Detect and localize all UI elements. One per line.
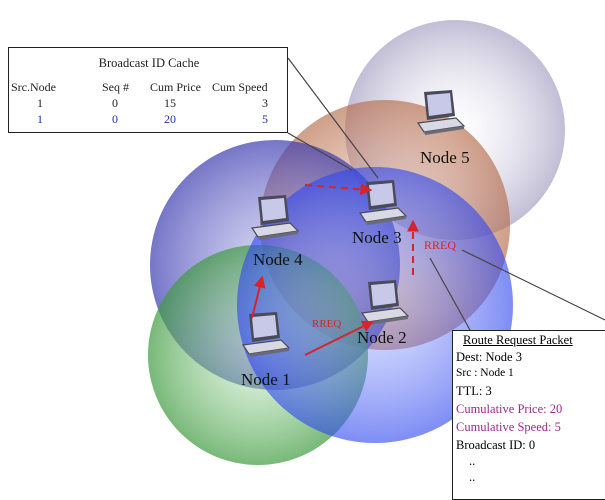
arrow-node4-to-node3 [304,183,373,196]
cache-leader-line-2 [287,132,353,171]
route-request-packet: Route Request Packet Dest: Node 3 Src : … [452,330,605,500]
packet-ttl: TTL: 3 [456,384,492,398]
cache-header-seq: Seq # [102,80,129,94]
broadcast-id-cache-table: Broadcast ID Cache Src.Node Seq # Cum Pr… [8,47,288,133]
packet-ellipsis-2: .. [469,470,476,484]
rreq-label-1: RREQ [312,318,341,330]
node-label-4: Node 4 [253,250,303,269]
node-label-3: Node 3 [352,228,402,247]
packet-src: Src : Node 1 [456,367,514,379]
cache-row-1: 1 0 15 3 [9,96,289,111]
cache-header-row: Src.Node Seq # Cum Price Cum Speed [9,80,289,95]
cache-cell: 3 [262,96,268,110]
arrow-node1-to-node2 [304,320,375,356]
packet-broadcast-id: Broadcast ID: 0 [456,438,536,452]
packet-title: Route Request Packet [463,333,573,347]
cache-title: Broadcast ID Cache [98,56,200,70]
diagram-canvas: RREQ RREQ [148,20,605,465]
cache-header-price: Cum Price [150,80,201,94]
rreq-label-2: RREQ [424,238,456,252]
cache-header-src: Src.Node [11,80,56,94]
packet-dest: Dest: Node 3 [456,350,522,364]
packet-leader-line [461,249,605,321]
cache-leader-line [287,57,379,179]
packet-ellipsis-1: .. [469,454,476,468]
network-diagram: RREQ RREQ Node 5 Node 3 Node 4 Node 2 No… [8,20,605,500]
arrow-node1-to-node4 [251,275,266,319]
packet-leader-line-2 [429,257,471,331]
packet-cum-price: Cumulative Price: 20 [456,402,563,416]
cache-cell: 0 [112,96,118,110]
cache-cell: 0 [112,112,118,126]
node-label-2: Node 2 [357,328,407,347]
cache-header-speed: Cum Speed [212,80,268,94]
cache-cell: 5 [262,112,268,126]
packet-cum-speed: Cumulative Speed: 5 [456,420,561,434]
node-label-1: Node 1 [241,370,291,389]
cache-cell: 20 [164,112,176,126]
cache-cell: 15 [164,96,176,110]
cache-cell: 1 [37,112,43,126]
cache-cell: 1 [37,96,43,110]
cache-row-2: 1 0 20 5 [9,112,289,127]
node-label-5: Node 5 [420,148,470,167]
